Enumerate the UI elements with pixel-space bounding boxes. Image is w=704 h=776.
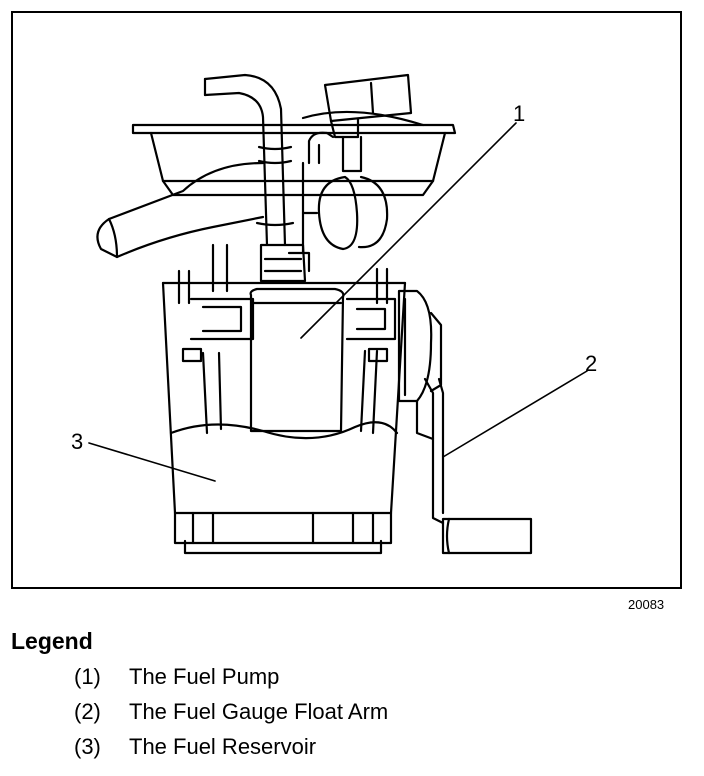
legend-item-label: The Fuel Gauge Float Arm	[129, 699, 389, 724]
fuel-gauge-float-arm	[397, 289, 445, 525]
module-cover	[131, 110, 457, 197]
pump-outlet	[259, 243, 311, 283]
fuel-pump-module-illustration: 1 2 3	[71, 73, 597, 555]
diagram-frame: 1 2 3	[11, 11, 682, 589]
legend-item-label: The Fuel Reservoir	[129, 734, 317, 759]
electrical-connector	[323, 73, 413, 173]
legend-item: (3) The Fuel Reservoir	[74, 734, 316, 760]
legend-title: Legend	[11, 628, 93, 654]
fuel-feed-hose	[203, 73, 295, 247]
leader-lines	[88, 122, 588, 482]
callout-3: 3	[71, 429, 83, 454]
return-hose	[96, 161, 265, 293]
legend-item-number: (2)	[74, 699, 101, 724]
fuel-gauge-float	[441, 517, 533, 555]
callout-1: 1	[513, 101, 525, 126]
legend-item-number: (3)	[74, 734, 101, 759]
fuel-reservoir	[161, 267, 407, 555]
vent-loop	[301, 131, 389, 255]
legend-item-number: (1)	[74, 664, 101, 689]
legend-item-label: The Fuel Pump	[129, 664, 280, 689]
legend-item: (1) The Fuel Pump	[74, 664, 279, 690]
figure-id: 20083	[628, 597, 665, 612]
callout-2: 2	[585, 351, 597, 376]
legend-item: (2) The Fuel Gauge Float Arm	[74, 699, 388, 725]
